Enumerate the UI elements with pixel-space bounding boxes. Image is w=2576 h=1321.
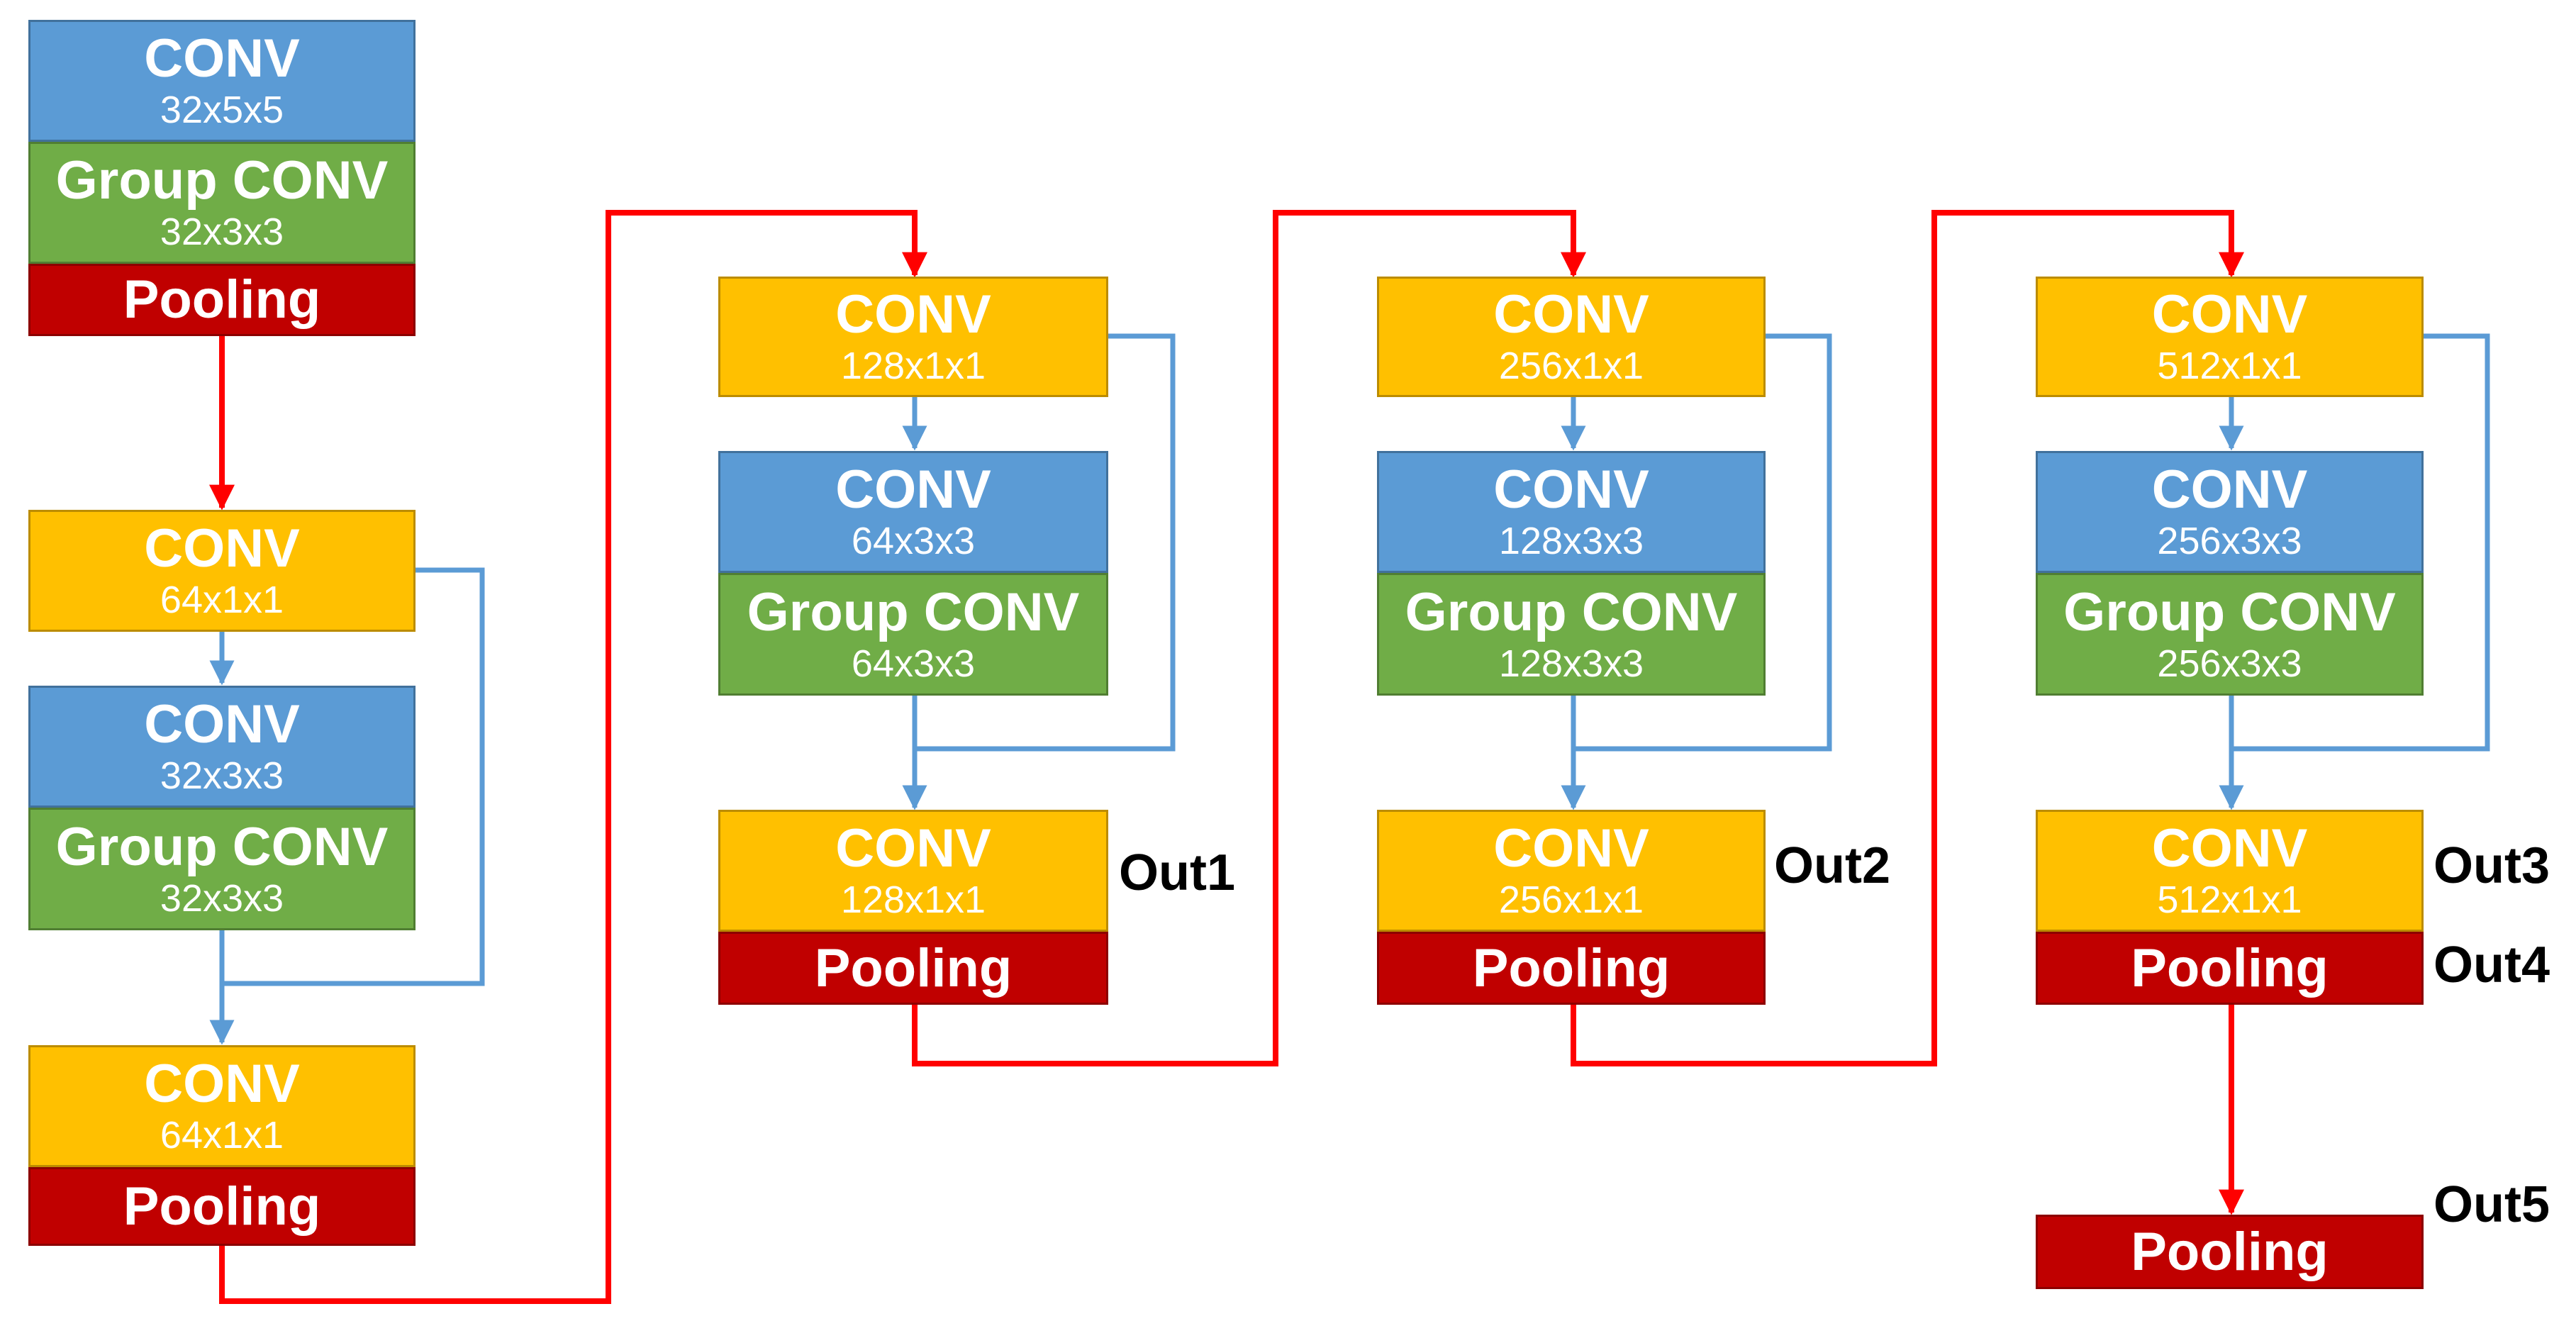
flow-arrow-stage2-to-stage3 xyxy=(912,210,1586,1066)
block-title: CONV xyxy=(144,694,300,754)
flow-arrow-stage3-to-stage4 xyxy=(1571,210,2244,1066)
stage2-conv-in-block: CONV 128x1x1 xyxy=(718,277,1108,397)
stage3-conv-out-block: CONV 256x1x1 xyxy=(1377,810,1766,932)
stage4-conv-in-block: CONV 512x1x1 xyxy=(2036,277,2424,397)
final-pooling-block: Pooling xyxy=(2036,1215,2424,1289)
block-size: 128x3x3 xyxy=(1498,642,1644,685)
block-title: Group CONV xyxy=(747,581,1080,642)
block-size: 128x1x1 xyxy=(840,879,986,921)
stage2-pooling-block: Pooling xyxy=(718,932,1108,1005)
output-label-out5: Out5 xyxy=(2433,1176,2550,1233)
block-size: 32x5x5 xyxy=(160,89,284,131)
stage3-conv-block: CONV 128x3x3 xyxy=(1377,451,1766,573)
block-size: 32x3x3 xyxy=(160,876,284,920)
stem-group-conv-block: Group CONV 32x3x3 xyxy=(28,142,416,264)
block-title: Pooling xyxy=(2131,937,2329,998)
block-title: CONV xyxy=(2151,459,2308,520)
stage2-conv-block: CONV 64x3x3 xyxy=(718,451,1108,573)
block-title: Group CONV xyxy=(55,150,389,211)
stem-pooling-block: Pooling xyxy=(28,264,416,336)
block-title: CONV xyxy=(1493,284,1649,345)
block-title: Group CONV xyxy=(55,816,389,877)
block-title: CONV xyxy=(1493,818,1649,879)
block-size: 256x1x1 xyxy=(1498,879,1644,921)
skip-connection-stage2 xyxy=(915,333,1176,752)
stage3-conv-in-block: CONV 256x1x1 xyxy=(1377,277,1766,397)
stage1-pooling-block: Pooling xyxy=(28,1167,416,1246)
stage1-conv-block: CONV 32x3x3 xyxy=(28,686,416,808)
output-label-out4: Out4 xyxy=(2433,937,2550,993)
block-title: Group CONV xyxy=(2063,581,2396,642)
block-size: 128x1x1 xyxy=(840,345,986,387)
block-size: 256x1x1 xyxy=(1498,345,1644,387)
output-label-out2: Out2 xyxy=(1774,837,1891,894)
stem-conv-block: CONV 32x5x5 xyxy=(28,20,416,142)
block-title: CONV xyxy=(144,1054,300,1114)
block-title: CONV xyxy=(835,818,991,879)
block-title: CONV xyxy=(144,28,300,89)
stage4-conv-out-block: CONV 512x1x1 xyxy=(2036,810,2424,932)
skip-connection-stage3 xyxy=(1573,333,1832,752)
block-size: 64x3x3 xyxy=(851,642,976,685)
block-title: Pooling xyxy=(123,269,321,330)
stage1-group-conv-block: Group CONV 32x3x3 xyxy=(28,808,416,930)
block-size: 64x3x3 xyxy=(851,520,976,562)
stage1-conv-in-block: CONV 64x1x1 xyxy=(28,510,416,632)
block-title: Group CONV xyxy=(1405,581,1738,642)
block-size: 512x1x1 xyxy=(2157,879,2302,921)
block-title: Pooling xyxy=(2131,1221,2329,1282)
block-size: 32x3x3 xyxy=(160,211,284,253)
block-size: 256x3x3 xyxy=(2157,642,2302,685)
flow-arrow-stage1-to-stage2 xyxy=(219,210,927,1304)
stage2-group-conv-block: Group CONV 64x3x3 xyxy=(718,573,1108,696)
stage3-pooling-block: Pooling xyxy=(1377,932,1766,1005)
skip-connection-stage1 xyxy=(222,567,485,986)
stage1-conv-out-block: CONV 64x1x1 xyxy=(28,1045,416,1167)
skip-connection-stage4 xyxy=(2231,333,2490,752)
block-size: 32x3x3 xyxy=(160,754,284,797)
block-title: CONV xyxy=(835,459,991,520)
block-title: Pooling xyxy=(123,1176,321,1237)
output-label-out1: Out1 xyxy=(1119,845,1236,901)
block-title: CONV xyxy=(144,518,300,579)
block-title: CONV xyxy=(2151,284,2308,345)
output-label-out3: Out3 xyxy=(2433,837,2550,894)
block-title: Pooling xyxy=(1472,937,1671,998)
stage3-group-conv-block: Group CONV 128x3x3 xyxy=(1377,573,1766,696)
block-title: CONV xyxy=(1493,459,1649,520)
block-title: Pooling xyxy=(814,937,1013,998)
block-title: CONV xyxy=(835,284,991,345)
block-size: 256x3x3 xyxy=(2157,520,2302,562)
stage2-conv-out-block: CONV 128x1x1 xyxy=(718,810,1108,932)
block-size: 64x1x1 xyxy=(160,1114,284,1156)
stage4-pooling-block: Pooling xyxy=(2036,932,2424,1005)
block-title: CONV xyxy=(2151,818,2308,879)
stage4-conv-block: CONV 256x3x3 xyxy=(2036,451,2424,573)
block-size: 128x3x3 xyxy=(1498,520,1644,562)
block-size: 512x1x1 xyxy=(2157,345,2302,387)
block-size: 64x1x1 xyxy=(160,579,284,621)
stage4-group-conv-block: Group CONV 256x3x3 xyxy=(2036,573,2424,696)
